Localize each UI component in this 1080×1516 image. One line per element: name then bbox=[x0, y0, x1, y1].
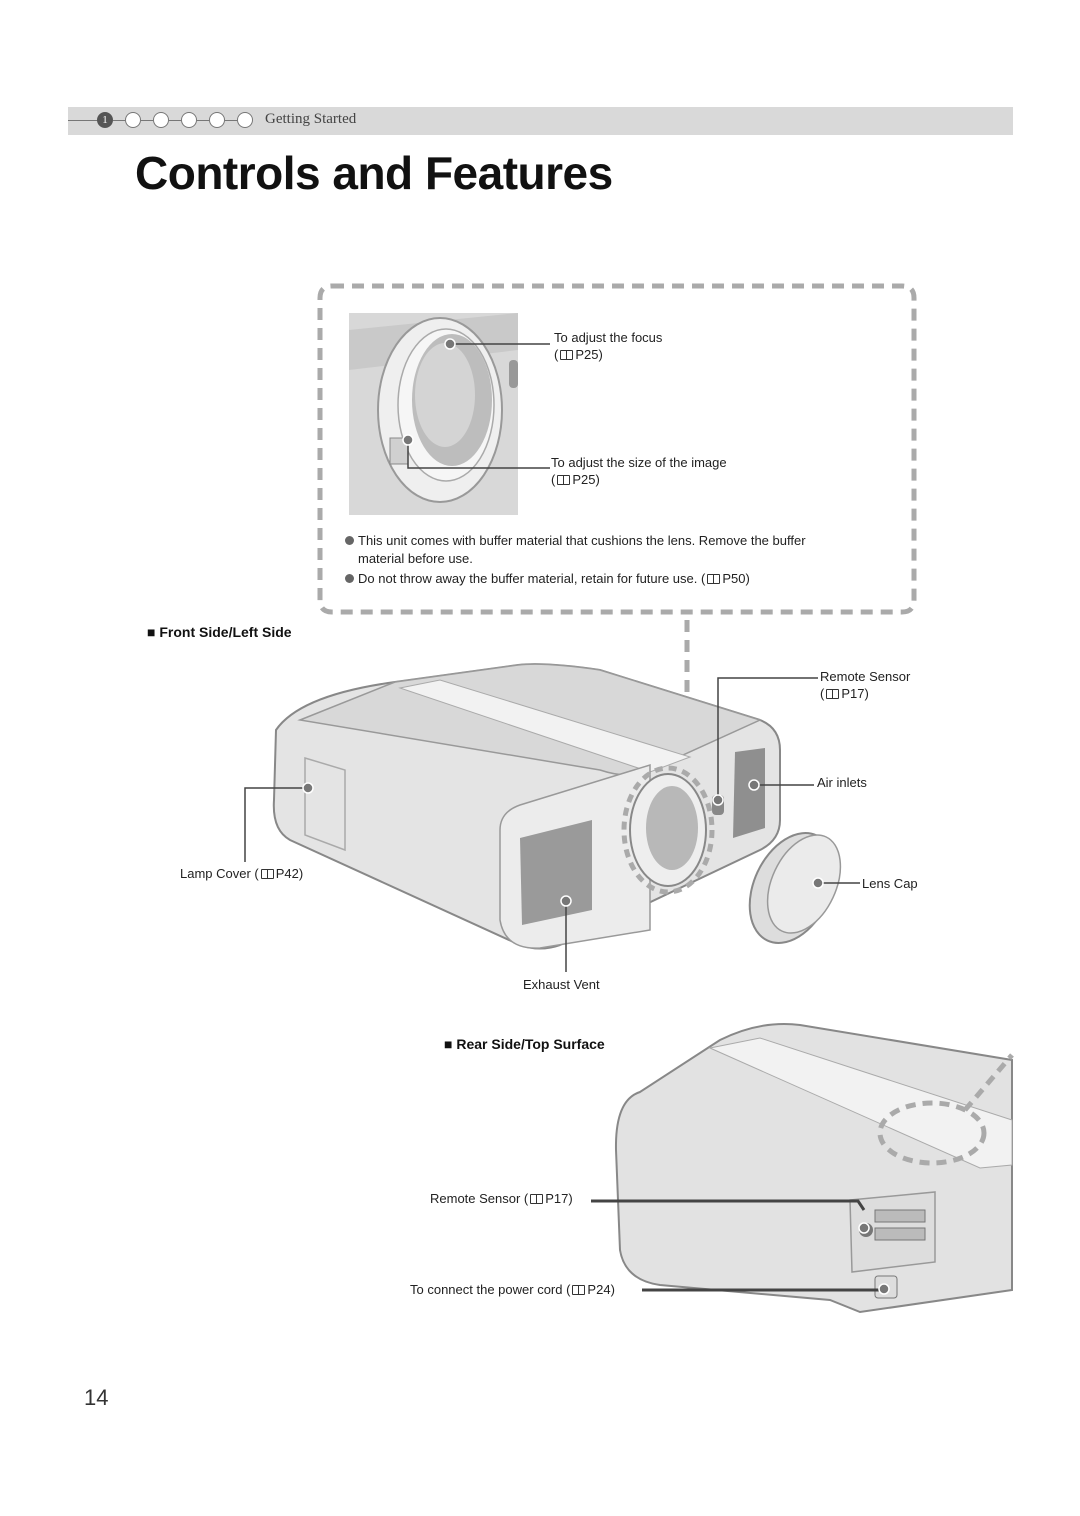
remote-sensor-label: Remote Sensor bbox=[820, 669, 911, 684]
chapter-dot bbox=[153, 112, 169, 128]
chapter-dot bbox=[181, 112, 197, 128]
book-icon bbox=[560, 350, 574, 360]
front-side-heading: ■ Front Side/Left Side bbox=[147, 624, 292, 640]
section-name: Getting Started bbox=[265, 111, 357, 127]
note-buffer-retain: Do not throw away the buffer material, r… bbox=[345, 570, 905, 588]
focus-label: To adjust the focus bbox=[554, 330, 663, 345]
chapter-progress: 1 bbox=[97, 112, 253, 128]
note-buffer-remove: This unit comes with buffer material tha… bbox=[345, 532, 905, 568]
page-title: Controls and Features bbox=[135, 147, 613, 199]
remote-sensor-ref: (P17) bbox=[820, 686, 869, 701]
book-icon bbox=[707, 574, 721, 584]
chapter-dot-current: 1 bbox=[97, 112, 113, 128]
book-icon bbox=[572, 1285, 586, 1295]
chapter-header-bar bbox=[68, 107, 1013, 135]
chapter-dot bbox=[237, 112, 253, 128]
book-icon bbox=[826, 689, 840, 699]
chapter-dot bbox=[125, 112, 141, 128]
bullet-icon bbox=[345, 536, 354, 545]
header-rule bbox=[68, 120, 98, 121]
bullet-icon bbox=[345, 574, 354, 583]
page-number: 14 bbox=[84, 1385, 109, 1410]
rear-side-heading: ■ Rear Side/Top Surface bbox=[444, 1036, 605, 1052]
lens-closeup-image bbox=[349, 313, 518, 515]
lens-cap-label: Lens Cap bbox=[862, 876, 918, 891]
lens-cap-image bbox=[748, 832, 842, 944]
inset-frame bbox=[317, 283, 917, 615]
zoom-label: To adjust the size of the image bbox=[551, 455, 727, 470]
power-cord-label: To connect the power cord (P24) bbox=[410, 1282, 615, 1297]
air-inlets-label: Air inlets bbox=[817, 775, 867, 790]
projector-rear-image bbox=[614, 1023, 1014, 1314]
focus-ref: (P25) bbox=[554, 347, 603, 362]
projector-front-image bbox=[272, 663, 781, 950]
lamp-cover-label: Lamp Cover (P42) bbox=[180, 866, 304, 881]
zoom-ref: (P25) bbox=[551, 472, 600, 487]
exhaust-vent-label: Exhaust Vent bbox=[523, 977, 600, 992]
chapter-dot bbox=[209, 112, 225, 128]
book-icon bbox=[530, 1194, 544, 1204]
book-icon bbox=[260, 869, 274, 879]
book-icon bbox=[557, 475, 571, 485]
rear-remote-sensor-label: Remote Sensor (P17) bbox=[430, 1191, 573, 1206]
